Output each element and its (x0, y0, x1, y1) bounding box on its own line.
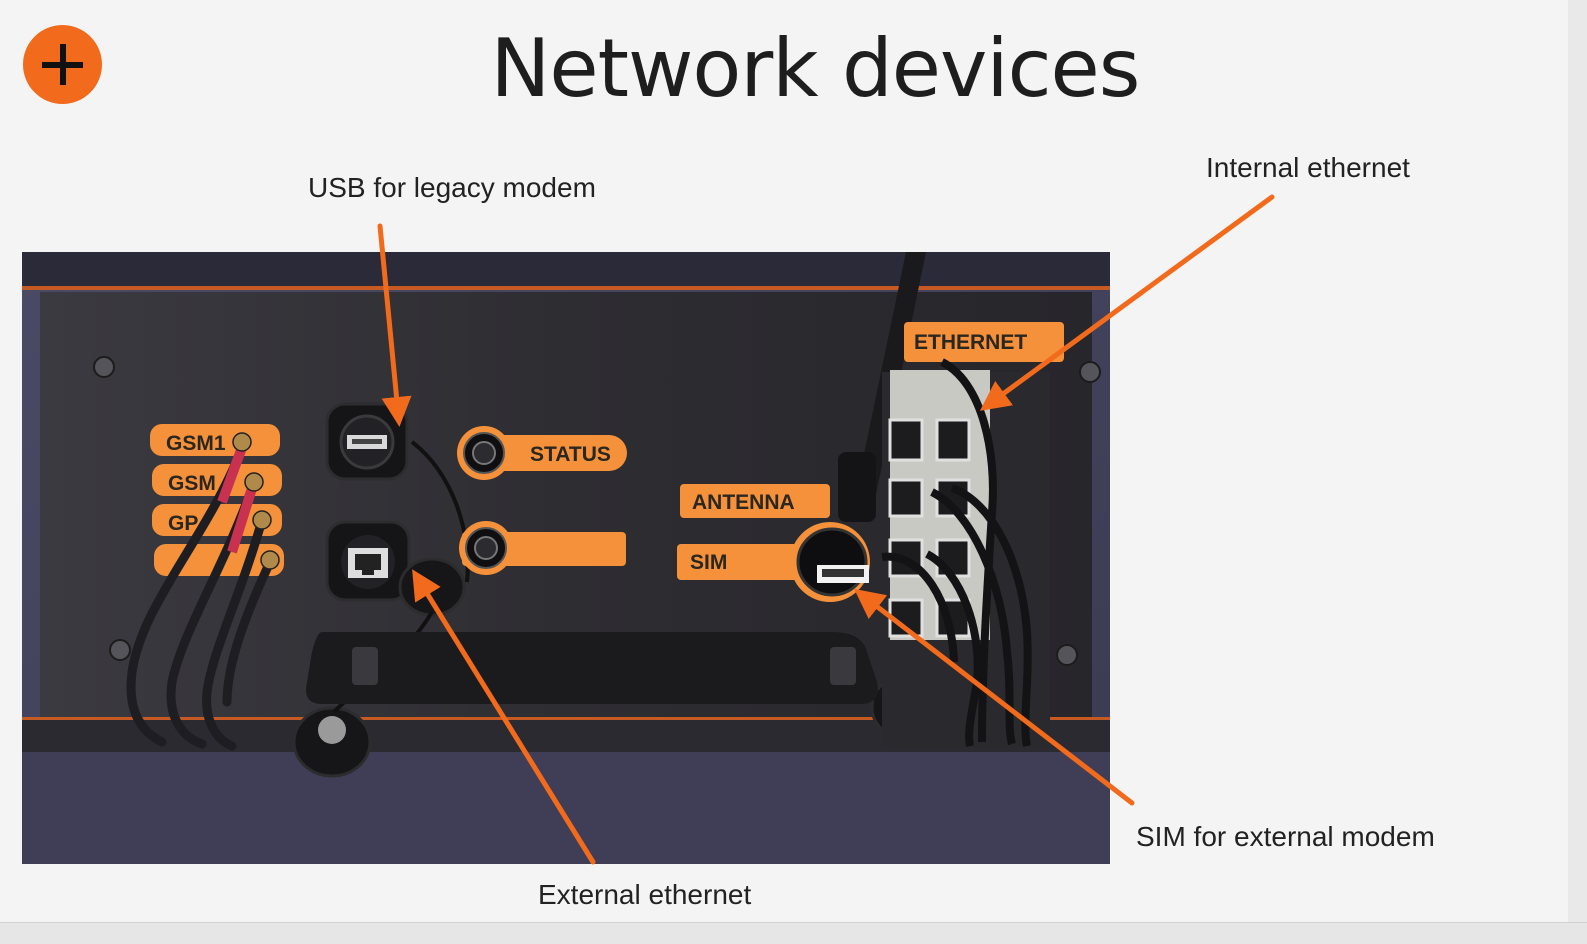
label-antenna: ANTENNA (692, 491, 795, 514)
page-title: Network devices (490, 22, 1141, 115)
label-sim: SIM (690, 551, 727, 574)
annotation-external-ethernet: External ethernet (538, 879, 752, 910)
bottom-bar (0, 922, 1587, 944)
logo (23, 25, 102, 104)
annotation-internal-ethernet: Internal ethernet (1206, 152, 1410, 183)
label-gsm2: GSM (168, 472, 216, 495)
label-gps: GP (168, 512, 198, 535)
label-gsm1: GSM1 (166, 432, 226, 455)
label-ethernet: ETHERNET (914, 331, 1027, 354)
annotation-usb: USB for legacy modem (308, 172, 596, 203)
label-status: STATUS (530, 443, 611, 466)
plus-icon (42, 44, 83, 85)
device-photo: GSM1 GSM GP (22, 252, 1110, 864)
annotation-sim: SIM for external modem (1136, 821, 1435, 852)
slide: Network devices (0, 0, 1568, 922)
